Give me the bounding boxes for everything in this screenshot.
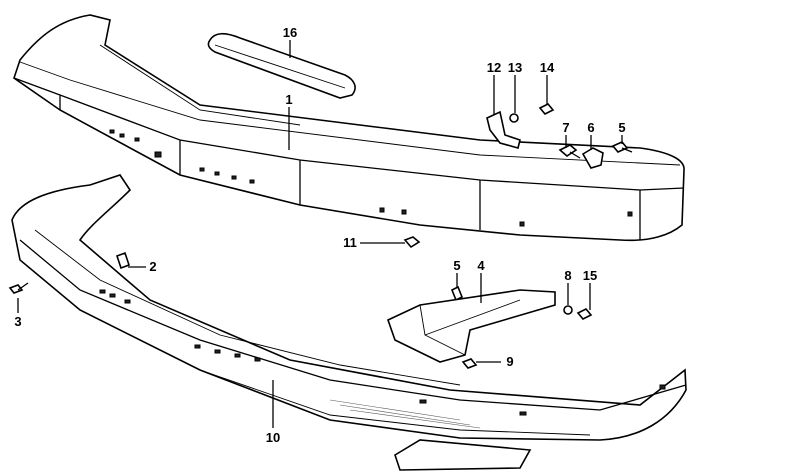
callout-13: 13 <box>508 60 522 75</box>
callout-3: 3 <box>14 314 21 329</box>
callout-8: 8 <box>564 268 571 283</box>
callout-5-upper: 5 <box>618 120 625 135</box>
callout-11: 11 <box>343 235 357 250</box>
callout-14: 14 <box>540 60 555 75</box>
callout-9: 9 <box>506 354 513 369</box>
callout-6: 6 <box>587 120 594 135</box>
callout-4: 4 <box>477 258 485 273</box>
small-hardware-parts <box>8 103 633 369</box>
callout-16: 16 <box>283 25 297 40</box>
callout-7: 7 <box>562 120 569 135</box>
bumper-bar-part <box>13 14 685 242</box>
callout-10: 10 <box>266 430 280 445</box>
lower-spoiler-part <box>11 174 687 471</box>
callout-2: 2 <box>149 259 156 274</box>
callout-1: 1 <box>285 92 292 107</box>
callout-12: 12 <box>487 60 501 75</box>
leader-lines <box>17 40 623 428</box>
trim-strip-part <box>207 32 356 99</box>
callout-5-lower: 5 <box>453 258 460 273</box>
callout-labels: 16 1 12 13 14 7 6 5 11 2 3 5 4 8 15 9 10 <box>14 25 625 445</box>
callout-15: 15 <box>583 268 597 283</box>
mounting-bracket-part <box>387 289 556 363</box>
